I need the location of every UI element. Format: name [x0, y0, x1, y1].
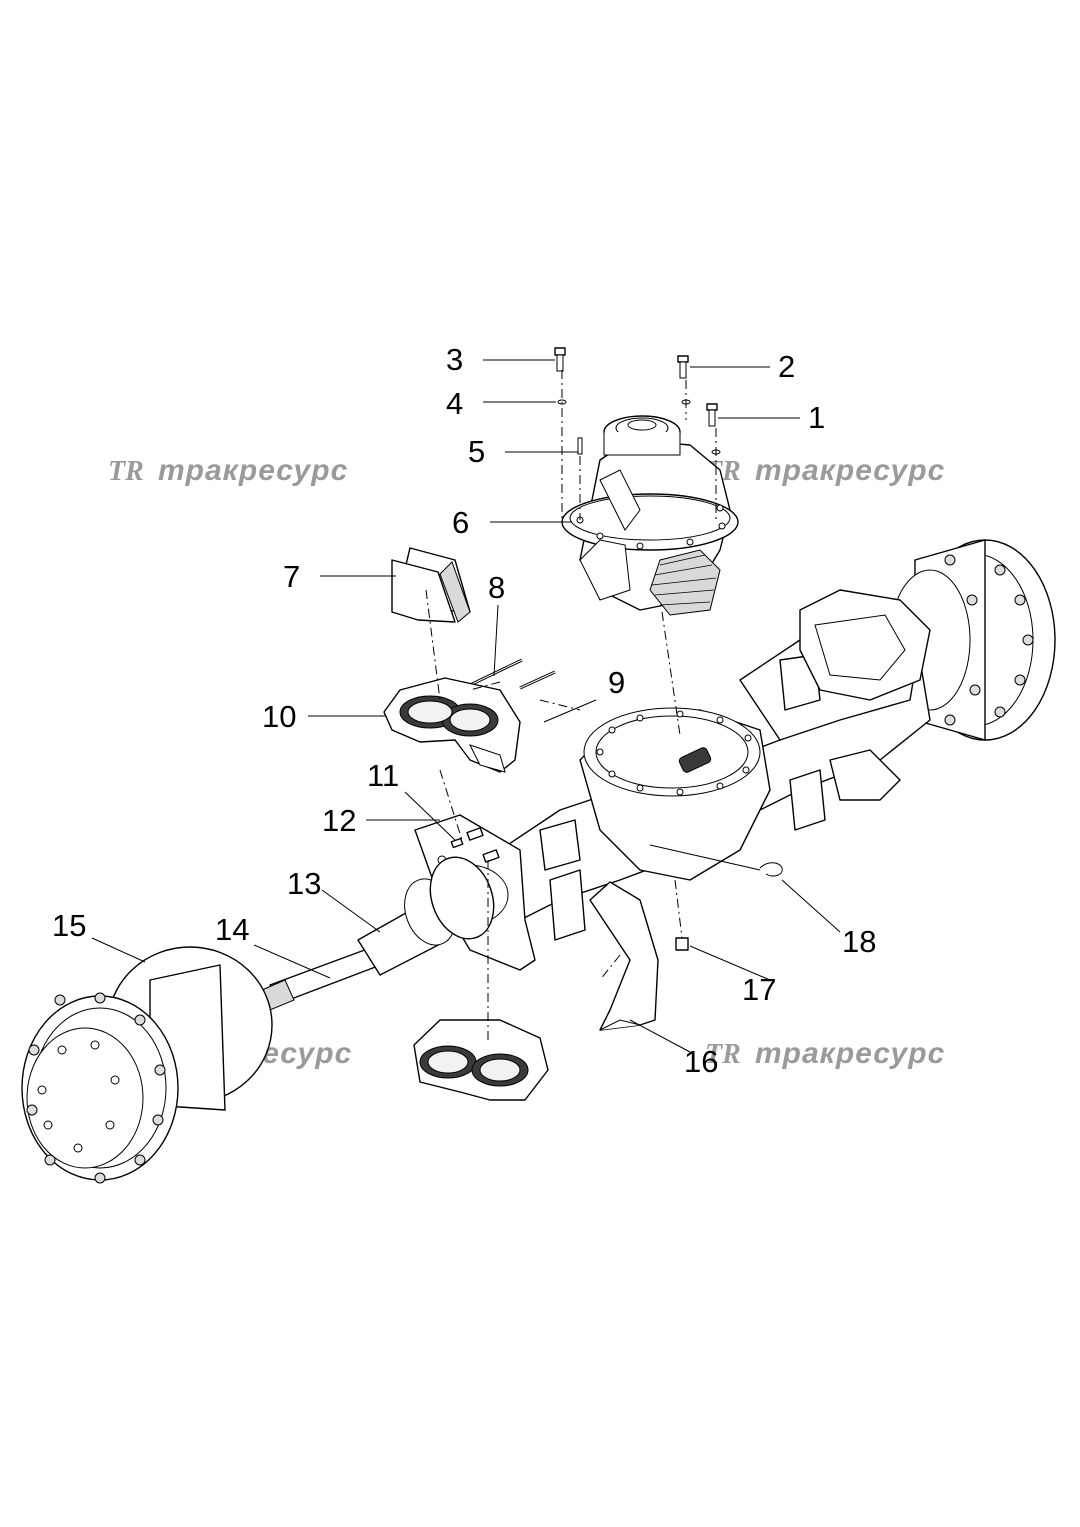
- watermark-text: тракресурс: [755, 454, 945, 487]
- watermark-logo: TR: [705, 1039, 741, 1070]
- watermark-top-left: TR тракресурс: [108, 454, 348, 487]
- callout-8: 8: [488, 570, 505, 605]
- lower-brake-caliper: [413, 1019, 549, 1101]
- bolt-2: [677, 355, 689, 379]
- shield-plate: [589, 881, 659, 1031]
- assembly-lines: [425, 370, 717, 1040]
- callout-3: 3: [446, 342, 463, 377]
- upper-brake-caliper: [383, 677, 521, 773]
- callout-labels: 1 2 3 4 5 6 7 8 9 10 11 12 13 14 15 16 1…: [52, 342, 876, 1079]
- right-brake-caliper: [799, 589, 931, 801]
- bolt-3: [554, 347, 566, 372]
- callout-4: 4: [446, 386, 463, 421]
- watermark-logo: TR: [108, 456, 144, 487]
- callout-14: 14: [215, 912, 249, 947]
- watermark-text: тракресурс: [158, 454, 348, 487]
- callout-5: 5: [468, 434, 485, 469]
- brake-pad: [391, 547, 471, 623]
- watermark-top-right: TR тракресурс: [705, 454, 945, 487]
- callout-1: 1: [808, 400, 825, 435]
- pins-8-9: [469, 658, 556, 690]
- callout-17: 17: [742, 972, 776, 1007]
- retaining-clip: [759, 862, 783, 877]
- callout-6: 6: [452, 505, 469, 540]
- callout-16: 16: [684, 1044, 718, 1079]
- callout-10: 10: [262, 699, 296, 734]
- callout-13: 13: [287, 866, 321, 901]
- callout-11: 11: [367, 758, 399, 793]
- pin-5: [577, 437, 583, 455]
- differential-assembly: [561, 415, 739, 616]
- drain-plug: [675, 937, 689, 951]
- callout-7: 7: [283, 559, 300, 594]
- leader-lines: [91, 359, 841, 1053]
- watermark-text: тракресурс: [755, 1037, 945, 1070]
- watermark-bottom-right: TR тракресурс: [705, 1037, 945, 1070]
- callout-12: 12: [322, 803, 356, 838]
- bolt-1: [706, 403, 718, 427]
- callout-2: 2: [778, 349, 795, 384]
- half-shaft: [261, 856, 495, 1011]
- axle-housing: [414, 619, 931, 971]
- callout-9: 9: [608, 665, 625, 700]
- left-wheel-hub: [21, 946, 273, 1184]
- callout-15: 15: [52, 908, 86, 943]
- bolts-11: [450, 827, 500, 863]
- callout-18: 18: [842, 924, 876, 959]
